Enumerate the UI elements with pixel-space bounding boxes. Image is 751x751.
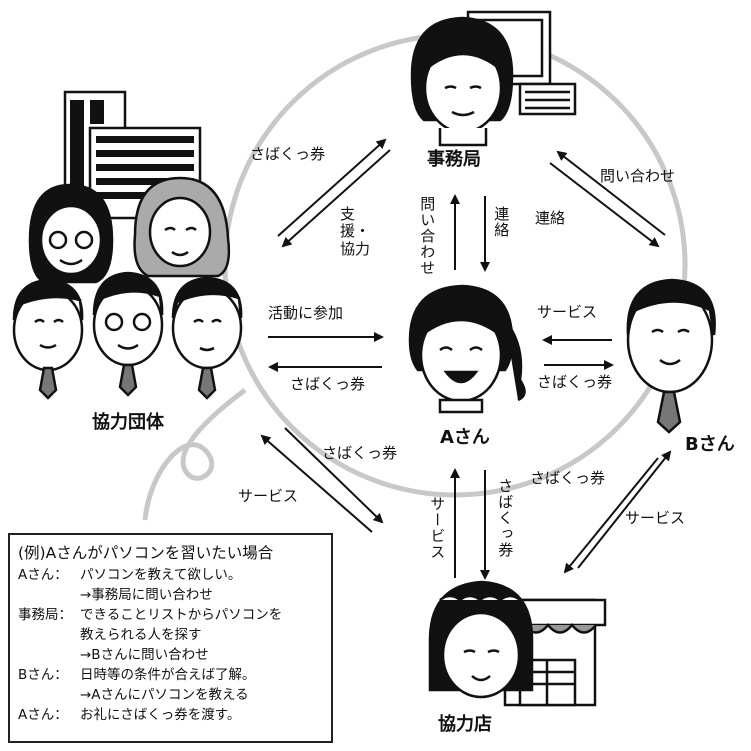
arrow-label: 活動に参加 xyxy=(268,304,344,322)
a-san-icon xyxy=(408,284,526,414)
arrow-label: 支援・協力 xyxy=(340,205,371,258)
example-line: →Aさんにパソコンを教える xyxy=(80,687,249,703)
arrow-b-to-ten xyxy=(563,457,659,574)
arrow-label: サービス xyxy=(537,303,598,321)
arrow-label: サービス xyxy=(625,509,686,527)
example-line: Bさん：日時等の条件が合えば了解。 xyxy=(18,667,256,683)
node-label-jimukyoku: 事務局 xyxy=(427,149,481,170)
arrow-jimu-to-dantai xyxy=(281,149,391,248)
group-people-icon xyxy=(12,176,243,400)
arrow-label: 問い合わせ xyxy=(418,196,437,276)
arrows xyxy=(260,138,672,580)
example-title: (例)Aさんがパソコンを習いたい場合 xyxy=(18,544,274,562)
arrow-label: さばくっ券 xyxy=(530,469,606,487)
arrow-ten-to-dantai xyxy=(260,434,373,533)
example-line: →事務局に問い合わせ xyxy=(80,587,213,603)
node-label-b-san: Bさん xyxy=(685,434,735,455)
arrow-label: さばくっ券 xyxy=(290,375,366,393)
arrow-label: 問い合わせ xyxy=(600,167,676,185)
arrow-label: サービス xyxy=(238,487,299,505)
node-label-kyoryoku-dantai: 協力団体 xyxy=(92,412,164,433)
swirl-tail xyxy=(142,388,247,521)
arrow-label: さばくっ券 xyxy=(250,145,326,163)
arrow-jimu-to-b xyxy=(549,162,660,248)
arrow-label: サービス xyxy=(428,496,447,560)
arrow-ten-to-b xyxy=(577,450,672,569)
example-line: →Bさんに問い合わせ xyxy=(80,647,209,663)
office-worker-icon xyxy=(410,10,577,147)
example-line: Aさん：パソコンを教えて欲しい。 xyxy=(18,567,242,583)
arrow-label: 連絡 xyxy=(535,209,566,227)
example-line: 教えられる人を探す xyxy=(80,627,202,643)
arrow-label: 連絡 xyxy=(492,206,511,238)
b-san-icon xyxy=(626,278,716,434)
node-label-kyoryoku-ten: 協力店 xyxy=(438,714,492,735)
shop-icon xyxy=(428,580,607,707)
arrow-label: さばくっ券 xyxy=(322,444,398,462)
example-line: 事務局：できることリストからパソコンを xyxy=(18,607,283,623)
example-box: (例)Aさんがパソコンを習いたい場合 Aさん：パソコンを教えて欲しい。 →事務局… xyxy=(8,533,333,743)
arrow-dantai-to-jimu xyxy=(277,138,387,237)
arrow-b-to-jimu xyxy=(556,150,666,236)
example-line: Aさん：お礼にさばくっ券を渡す。 xyxy=(18,707,241,723)
arrow-label: さばくっ券 xyxy=(537,373,613,391)
arrow-label: さばくっ券 xyxy=(496,478,515,558)
arrow-dantai-to-ten xyxy=(284,427,384,524)
node-label-a-san: Aさん xyxy=(440,427,490,448)
